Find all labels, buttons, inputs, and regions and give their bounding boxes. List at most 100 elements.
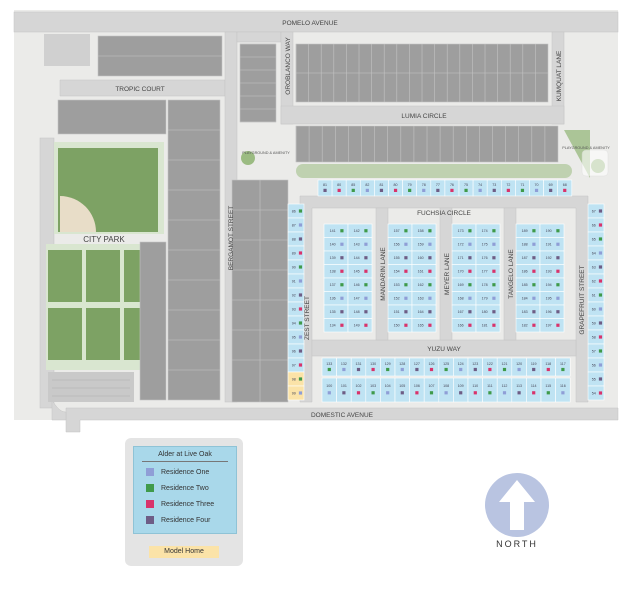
lot-88[interactable]: 88	[287, 231, 305, 247]
lot-194[interactable]: 194	[539, 277, 565, 292]
lot-81[interactable]: 81	[374, 179, 389, 197]
lot-166[interactable]: 166	[451, 318, 477, 333]
lot-147[interactable]: 147	[347, 291, 373, 306]
lot-103[interactable]: 103	[365, 377, 381, 403]
lot-112[interactable]: 112	[496, 377, 513, 403]
lot-101[interactable]: 101	[336, 377, 352, 403]
lot-77[interactable]: 77	[430, 179, 446, 197]
lot-80[interactable]: 80	[331, 179, 347, 197]
lot-185[interactable]: 185	[515, 277, 541, 292]
lot-171[interactable]: 171	[451, 250, 477, 265]
lot-168[interactable]: 168	[451, 291, 477, 306]
lot-148[interactable]: 148	[347, 304, 373, 319]
lot-197[interactable]: 197	[539, 318, 565, 333]
lot-117[interactable]: 117	[555, 357, 571, 377]
lot-70[interactable]: 70	[529, 179, 544, 197]
lot-54[interactable]: 54	[587, 385, 605, 401]
lot-138[interactable]: 138	[323, 264, 349, 279]
lot-111[interactable]: 111	[482, 377, 498, 403]
lot-143[interactable]: 143	[347, 237, 373, 252]
lot-115[interactable]: 115	[540, 377, 556, 403]
lot-124[interactable]: 124	[453, 357, 469, 377]
lot-113[interactable]: 113	[511, 377, 527, 403]
lot-154[interactable]: 154	[387, 264, 413, 279]
lot-62[interactable]: 62	[587, 273, 605, 289]
lot-152[interactable]: 152	[387, 291, 413, 306]
lot-155[interactable]: 155	[387, 250, 413, 265]
lot-110[interactable]: 110	[467, 377, 483, 403]
lot-146[interactable]: 146	[347, 277, 373, 292]
lot-118[interactable]: 118	[540, 357, 556, 377]
lot-157[interactable]: 157	[387, 223, 413, 238]
lot-99[interactable]: 99	[287, 385, 305, 401]
lot-153[interactable]: 153	[387, 277, 413, 292]
lot-177[interactable]: 177	[475, 264, 501, 279]
lot-170[interactable]: 170	[451, 264, 477, 279]
lot-164[interactable]: 164	[411, 304, 437, 319]
lot-104[interactable]: 104	[380, 377, 396, 403]
lot-96[interactable]: 96	[287, 343, 305, 359]
lot-140[interactable]: 140	[323, 237, 349, 252]
lot-68[interactable]: 68	[557, 179, 573, 197]
lot-90[interactable]: 90	[287, 259, 305, 275]
lot-64[interactable]: 64	[587, 245, 605, 261]
lot-181[interactable]: 181	[475, 318, 501, 333]
lot-144[interactable]: 144	[347, 250, 373, 265]
lot-139[interactable]: 139	[323, 250, 349, 265]
lot-92[interactable]: 92	[287, 287, 305, 303]
lot-176[interactable]: 176	[475, 250, 501, 265]
lot-127[interactable]: 127	[409, 357, 425, 377]
lot-188[interactable]: 188	[515, 237, 541, 252]
lot-74[interactable]: 74	[472, 179, 488, 197]
lot-123[interactable]: 123	[467, 357, 483, 377]
lot-186[interactable]: 186	[515, 264, 541, 279]
lot-95[interactable]: 95	[287, 329, 305, 345]
lot-72[interactable]: 72	[500, 179, 516, 197]
lot-97[interactable]: 97	[287, 357, 305, 373]
lot-169[interactable]: 169	[451, 277, 477, 292]
lot-114[interactable]: 114	[526, 377, 542, 403]
lot-150[interactable]: 150	[387, 318, 413, 333]
lot-129[interactable]: 129	[380, 357, 396, 377]
lot-100[interactable]: 100	[321, 377, 337, 403]
lot-160[interactable]: 160	[411, 250, 437, 265]
lot-66[interactable]: 66	[587, 217, 605, 233]
lot-119[interactable]: 119	[526, 357, 542, 377]
lot-61[interactable]: 61	[587, 287, 605, 303]
lot-167[interactable]: 167	[451, 304, 477, 319]
lot-109[interactable]: 109	[453, 377, 469, 403]
lot-89[interactable]: 89	[287, 245, 305, 261]
lot-141[interactable]: 141	[323, 223, 349, 238]
lot-131[interactable]: 131	[350, 357, 367, 377]
lot-107[interactable]: 107	[423, 377, 440, 403]
lot-145[interactable]: 145	[347, 264, 373, 279]
lot-105[interactable]: 105	[394, 377, 410, 403]
lot-120[interactable]: 120	[511, 357, 527, 377]
lot-161[interactable]: 161	[411, 264, 437, 279]
lot-87[interactable]: 87	[287, 217, 305, 233]
lot-56[interactable]: 56	[587, 357, 605, 373]
lot-182[interactable]: 182	[515, 318, 541, 333]
lot-108[interactable]: 108	[438, 377, 454, 403]
lot-184[interactable]: 184	[515, 291, 541, 306]
lot-163[interactable]: 163	[411, 291, 437, 306]
lot-173[interactable]: 173	[451, 223, 477, 238]
lot-151[interactable]: 151	[387, 304, 413, 319]
lot-195[interactable]: 195	[539, 291, 565, 306]
lot-121[interactable]: 121	[496, 357, 513, 377]
lot-189[interactable]: 189	[515, 223, 541, 238]
lot-69[interactable]: 69	[543, 179, 558, 197]
lot-136[interactable]: 136	[323, 291, 349, 306]
lot-57[interactable]: 57	[587, 343, 605, 359]
lot-91[interactable]: 91	[287, 273, 305, 289]
lot-178[interactable]: 178	[475, 277, 501, 292]
lot-142[interactable]: 142	[347, 223, 373, 238]
lot-76[interactable]: 76	[444, 179, 460, 197]
lot-73[interactable]: 73	[486, 179, 502, 197]
lot-106[interactable]: 106	[409, 377, 425, 403]
lot-180[interactable]: 180	[475, 304, 501, 319]
lot-130[interactable]: 130	[365, 357, 381, 377]
lot-165[interactable]: 165	[411, 318, 437, 333]
lot-162[interactable]: 162	[411, 277, 437, 292]
lot-193[interactable]: 193	[539, 264, 565, 279]
